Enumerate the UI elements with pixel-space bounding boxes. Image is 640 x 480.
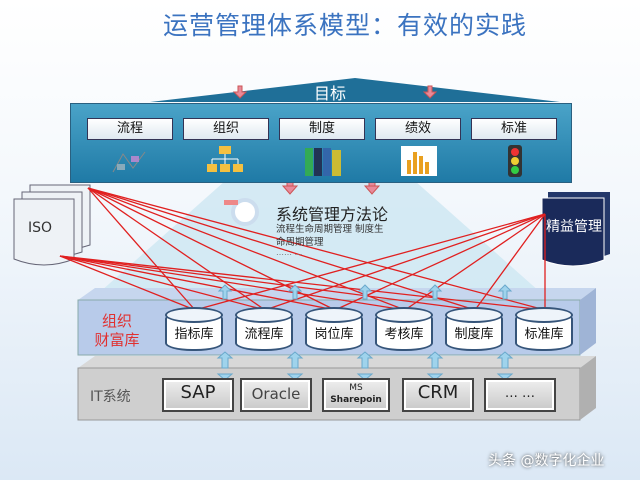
library-label: 组织财富库 xyxy=(92,312,142,350)
library-assessment-label: 考核库 xyxy=(384,327,424,342)
library-process-label: 流程库 xyxy=(244,327,284,342)
page-title: 运营管理体系模型：有效的实践 xyxy=(162,11,527,40)
org-chart-icon xyxy=(207,146,243,172)
lean-document-icon xyxy=(541,192,610,267)
library-slab-side xyxy=(580,288,596,355)
methodology-gear-icon xyxy=(224,198,259,226)
methodology-line3: …… … xyxy=(276,248,303,257)
iso-label: ISO xyxy=(28,220,53,236)
it-sharepoint-line1: MS xyxy=(349,383,363,393)
methodology-line1: 流程生命周期管理 制度生 xyxy=(276,224,384,235)
it-sharepoint: MS Sharepoin xyxy=(322,378,390,412)
goal-item-process: 流程 xyxy=(87,118,173,140)
library-label-line1: 组织 xyxy=(101,312,132,330)
methodology-line2: 命周期管理 xyxy=(276,237,324,248)
it-crm: CRM xyxy=(402,378,474,412)
goal-item-organization: 组织 xyxy=(183,118,269,140)
goal-item-policy: 制度 xyxy=(279,118,365,140)
library-slab-top xyxy=(78,288,596,300)
library-standards-label: 标准库 xyxy=(524,327,564,342)
pyramid-top xyxy=(150,78,560,102)
it-slab-top xyxy=(78,356,596,368)
binders-icon xyxy=(305,148,341,176)
traffic-light-icon xyxy=(508,145,522,177)
goal-item-standard: 标准 xyxy=(471,118,557,140)
library-assessment: 考核库 xyxy=(375,305,433,351)
library-policy: 制度库 xyxy=(445,305,503,351)
library-label-line2: 财富库 xyxy=(94,331,140,349)
it-oracle: Oracle xyxy=(240,378,312,412)
library-positions: 岗位库 xyxy=(305,305,363,351)
flowchart-icon xyxy=(112,151,146,173)
pyramid-body xyxy=(100,181,540,292)
library-standards: 标准库 xyxy=(515,305,573,351)
iso-document-icon xyxy=(13,184,91,266)
library-process: 流程库 xyxy=(235,305,293,351)
methodology-title: 系统管理方法论 xyxy=(276,205,389,224)
library-indicators-label: 指标库 xyxy=(174,327,214,342)
goal-item-performance: 绩效 xyxy=(375,118,461,140)
it-slab-side xyxy=(580,356,596,420)
watermark: 头条 @数字化企业 xyxy=(488,453,605,469)
connector-lines xyxy=(59,187,546,311)
blue-arrows xyxy=(216,284,514,381)
it-sap: SAP xyxy=(162,378,234,412)
it-label: IT系统 xyxy=(90,389,131,405)
it-more: … … xyxy=(484,378,556,412)
bar-chart-icon xyxy=(401,146,437,176)
goal-label: 目标 xyxy=(313,84,346,103)
library-indicators: 指标库 xyxy=(165,305,223,351)
library-policy-label: 制度库 xyxy=(454,327,494,342)
library-positions-label: 岗位库 xyxy=(314,327,354,342)
lean-label: 精益管理 xyxy=(546,219,602,235)
it-sharepoint-line2: Sharepoin xyxy=(330,395,382,405)
goal-band: 流程 组织 制度 绩效 标准 xyxy=(70,103,572,183)
